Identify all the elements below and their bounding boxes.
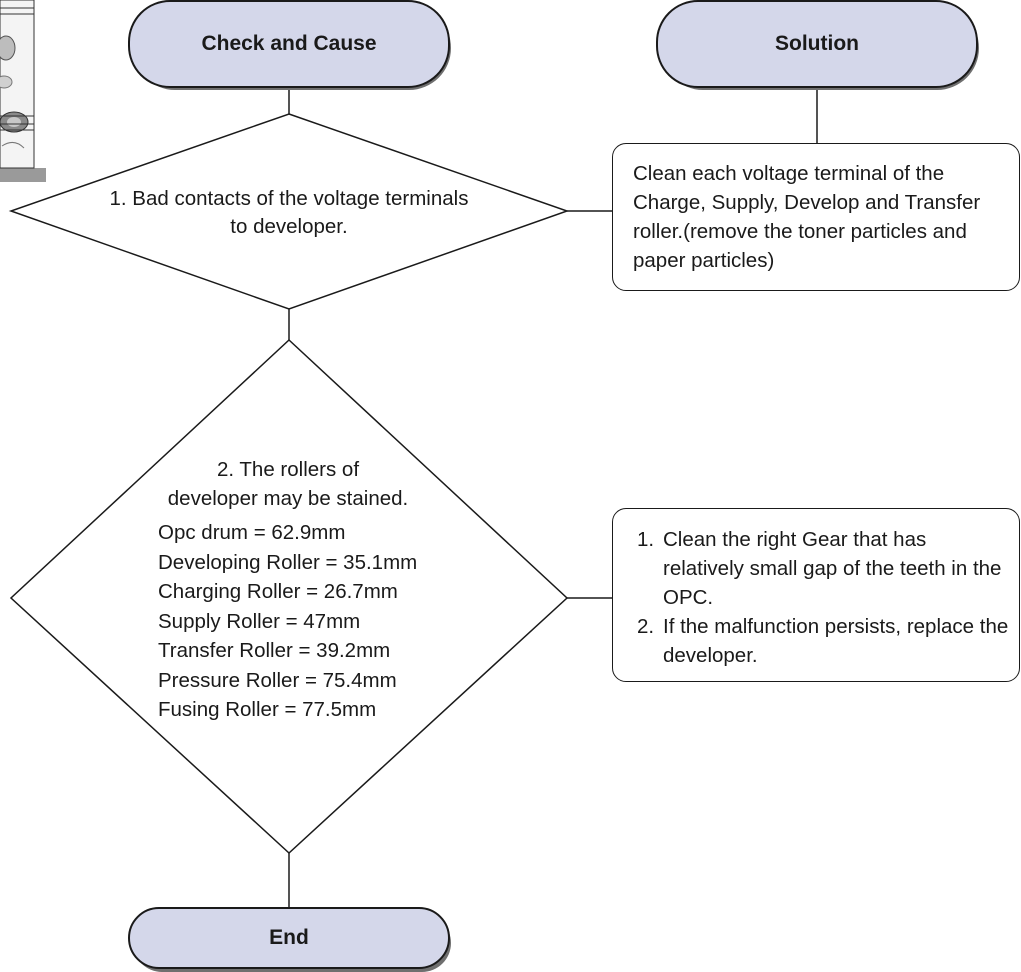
step1-solution-text: Clean each voltage terminal of the Charg…	[633, 162, 981, 272]
solution-item-number: 1.	[637, 528, 655, 551]
step2-question-line2: developer may be stained.	[167, 487, 409, 510]
roller-size-item: Opc drum = 62.9mm	[158, 521, 346, 544]
end-terminal: End	[128, 907, 450, 969]
decision-diamond-1	[8, 113, 570, 310]
solution-item-number: 2.	[637, 615, 655, 638]
step2-question-line1: 2. The rollers of	[216, 458, 360, 481]
step1-solution-box: Clean each voltage terminal of the Charg…	[612, 143, 1020, 291]
solution-header: Solution	[656, 0, 978, 88]
end-label: End	[269, 926, 309, 949]
decision-diamond-2	[9, 338, 569, 855]
check-and-cause-label: Check and Cause	[201, 32, 377, 55]
roller-size-list: Opc drum = 62.9mm Developing Roller = 35…	[158, 518, 417, 725]
check-and-cause-header: Check and Cause	[128, 0, 450, 88]
roller-size-item: Developing Roller = 35.1mm	[158, 550, 418, 574]
step2-solution-item: 1. Clean the right Gear that has relativ…	[637, 525, 1009, 612]
step2-solution-item: 2. If the malfunction persists, replace …	[637, 612, 1009, 670]
roller-size-item: Transfer Roller = 39.2mm	[158, 639, 391, 662]
solution-label: Solution	[775, 32, 859, 55]
roller-size-item: Charging Roller = 26.7mm	[158, 580, 398, 603]
step1-question: 1. Bad contacts of the voltage terminals…	[109, 187, 469, 238]
solution-item-text: Clean the right Gear that has relatively…	[663, 528, 1002, 609]
solution-item-text: If the malfunction persists, replace the…	[663, 615, 1009, 667]
step2-solution-box: 1. Clean the right Gear that has relativ…	[612, 508, 1020, 682]
roller-size-item: Supply Roller = 47mm	[158, 609, 361, 633]
roller-size-item: Fusing Roller = 77.5mm	[158, 698, 377, 721]
roller-size-item: Pressure Roller = 75.4mm	[158, 668, 397, 692]
printer-illustration-fragment	[0, 0, 46, 182]
